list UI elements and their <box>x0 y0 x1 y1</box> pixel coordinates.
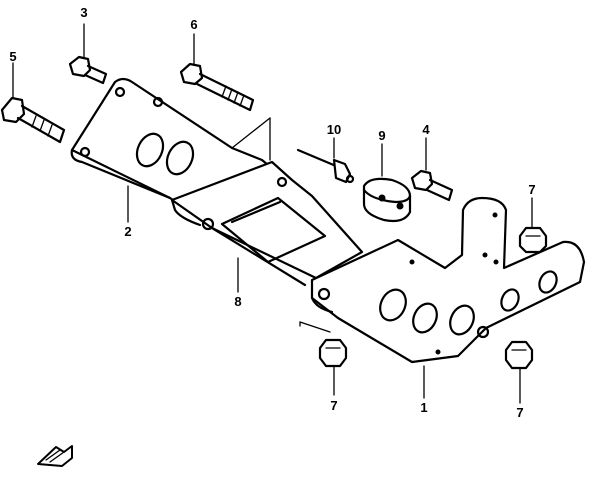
callout-4: 4 <box>422 122 430 137</box>
callout-1: 1 <box>420 400 427 415</box>
part-4-bolt <box>410 169 454 202</box>
callout-5: 5 <box>9 49 16 64</box>
front-arrow-icon <box>37 445 73 467</box>
part-5-long-bolt <box>0 96 66 144</box>
part-7-nut-right <box>504 340 534 370</box>
part-6-bolt <box>179 62 255 112</box>
part-7-nut-left <box>318 338 348 368</box>
part-3-short-bolt <box>68 55 108 85</box>
callout-7-left: 7 <box>330 398 337 413</box>
callout-7-right: 7 <box>516 405 523 420</box>
leader-lines <box>12 23 533 404</box>
part-10-pin <box>296 148 355 184</box>
callout-3: 3 <box>80 5 87 20</box>
callout-7-upper: 7 <box>528 182 535 197</box>
callout-9: 9 <box>378 128 385 143</box>
callout-6: 6 <box>190 17 197 32</box>
callout-2: 2 <box>124 224 131 239</box>
callout-10: 10 <box>327 122 341 137</box>
part-9-cushion <box>362 177 412 223</box>
part-7-nut-upper <box>518 226 548 254</box>
callout-numbers: 3 5 6 2 8 10 9 4 7 7 7 1 <box>9 5 535 420</box>
part-1-lower-bracket <box>310 196 586 364</box>
callout-8: 8 <box>234 294 241 309</box>
part-8-middle-bracket <box>170 160 364 287</box>
